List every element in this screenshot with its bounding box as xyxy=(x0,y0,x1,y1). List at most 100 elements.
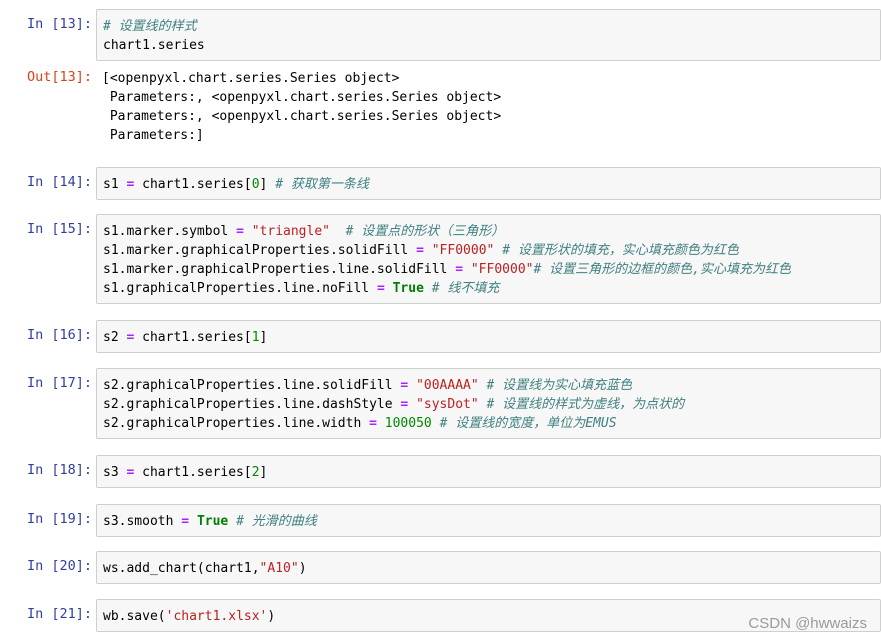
code-token: wb.save( xyxy=(103,609,166,624)
code-comment: # 设置线的样式为虚线，为点状的 xyxy=(486,397,685,412)
code-token: s1.marker.graphicalProperties.solidFill xyxy=(103,243,417,258)
code-line: s2.graphicalProperties.line.dashStyle = … xyxy=(103,395,684,414)
code-token xyxy=(377,416,385,431)
code-editor[interactable]: s2 = chart1.series[1] xyxy=(96,320,881,353)
code-comment: # 设置线的宽度，单位为EMUS xyxy=(439,416,617,431)
code-line: s1.marker.graphicalProperties.solidFill … xyxy=(103,241,739,260)
code-token: [<openpyxl.chart.series.Series object> xyxy=(102,71,400,86)
code-token: s3.smooth xyxy=(103,514,182,529)
code-token: "triangle" xyxy=(251,224,330,239)
code-token: 100050 xyxy=(384,416,432,431)
code-token: = xyxy=(126,177,135,192)
code-editor[interactable]: ws.add_chart(chart1,"A10") xyxy=(96,551,881,584)
code-token: s1.marker.graphicalProperties.line.solid… xyxy=(103,262,456,277)
code-line: s2 = chart1.series[1] xyxy=(103,328,267,347)
code-token: s2.graphicalProperties.line.width xyxy=(103,416,370,431)
code-token xyxy=(330,224,346,239)
code-cell[interactable]: In [21]:wb.save('chart1.xlsx') xyxy=(0,599,881,632)
code-line: # 设置线的样式 xyxy=(103,17,197,36)
code-line: chart1.series xyxy=(103,36,205,55)
input-prompt: In [14]: xyxy=(26,174,92,190)
code-line: s3.smooth = True # 光滑的曲线 xyxy=(103,512,317,531)
code-editor[interactable]: s3 = chart1.series[2] xyxy=(96,455,881,488)
code-token: s1 xyxy=(103,177,127,192)
code-token: 0 xyxy=(251,177,260,192)
code-editor[interactable]: s3.smooth = True # 光滑的曲线 xyxy=(96,504,881,537)
code-token xyxy=(463,262,471,277)
code-token: "FF0000" xyxy=(470,262,534,277)
code-line: s1.marker.graphicalProperties.line.solid… xyxy=(103,260,791,279)
input-prompt: In [18]: xyxy=(26,462,92,478)
code-cell[interactable]: In [13]: # 设置线的样式 chart1.series xyxy=(0,9,881,61)
code-comment: # 设置形状的填充，实心填充颜色为红色 xyxy=(502,243,739,258)
code-token: chart1.series[ xyxy=(134,177,252,192)
code-cell[interactable]: In [17]: s2.graphicalProperties.line.soli… xyxy=(0,368,881,439)
code-token xyxy=(189,514,197,529)
code-token xyxy=(479,397,487,412)
code-token: chart1.series[ xyxy=(134,465,252,480)
code-token: = xyxy=(369,416,377,431)
code-token: ) xyxy=(298,561,307,576)
watermark: CSDN @hwwaizs xyxy=(748,615,867,632)
code-token xyxy=(424,281,432,296)
code-token: = xyxy=(416,243,424,258)
code-token: True xyxy=(392,281,424,296)
code-line: ws.add_chart(chart1,"A10") xyxy=(103,559,307,578)
code-token xyxy=(479,378,487,393)
code-token: ws.add_chart(chart1, xyxy=(103,561,260,576)
code-editor[interactable]: s2.graphicalProperties.line.solidFill = … xyxy=(96,368,881,439)
code-token: 2 xyxy=(251,465,260,480)
code-token: Parameters:, <openpyxl.chart.series.Seri… xyxy=(102,109,502,124)
input-prompt: In [13]: xyxy=(26,16,92,32)
input-prompt: In [17]: xyxy=(26,375,92,391)
output-line: Parameters:, <openpyxl.chart.series.Seri… xyxy=(102,107,501,126)
output-line: Parameters:] xyxy=(102,126,204,145)
code-token xyxy=(424,243,432,258)
code-token: = xyxy=(376,281,385,296)
code-token: = xyxy=(400,378,409,393)
code-comment: # 光滑的曲线 xyxy=(236,514,317,529)
code-token: s2.graphicalProperties.line.solidFill xyxy=(103,378,401,393)
code-cell[interactable]: In [20]: ws.add_chart(chart1,"A10") xyxy=(0,551,881,584)
code-token xyxy=(408,397,416,412)
input-prompt: In [15]: xyxy=(26,221,92,237)
code-token: s2 xyxy=(103,330,127,345)
code-token: True xyxy=(196,514,229,529)
output-line: [<openpyxl.chart.series.Series object> xyxy=(102,69,399,88)
code-token xyxy=(228,514,236,529)
code-comment: # 线不填充 xyxy=(431,281,500,296)
code-cell[interactable]: In [14]: s1 = chart1.series[0] # 获取第一条线 xyxy=(0,167,881,200)
code-token xyxy=(385,281,393,296)
code-cell[interactable]: In [16]:s2 = chart1.series[1] xyxy=(0,320,881,353)
code-token: = xyxy=(181,514,190,529)
code-cell[interactable]: In [19]:s3.smooth = True # 光滑的曲线 xyxy=(0,504,881,537)
code-line: s2.graphicalProperties.line.solidFill = … xyxy=(103,376,632,395)
code-editor[interactable]: s1 = chart1.series[0] # 获取第一条线 xyxy=(96,167,881,200)
code-line: s1 = chart1.series[0] # 获取第一条线 xyxy=(103,175,369,194)
code-token xyxy=(494,243,502,258)
input-prompt: In [20]: xyxy=(26,558,92,574)
code-comment: # 获取第一条线 xyxy=(275,177,369,192)
code-token: 1 xyxy=(251,330,260,345)
output-line: Parameters:, <openpyxl.chart.series.Seri… xyxy=(102,88,501,107)
code-token xyxy=(432,416,440,431)
code-comment: # 设置线的样式 xyxy=(103,19,197,34)
code-comment: # 设置三角形的边框的颜色,实心填充为红色 xyxy=(533,262,791,277)
code-token: ) xyxy=(267,609,276,624)
code-token: = xyxy=(400,397,409,412)
code-token: = xyxy=(455,262,464,277)
code-editor[interactable]: # 设置线的样式 chart1.series xyxy=(96,9,881,61)
code-line: s1.graphicalProperties.line.noFill = Tru… xyxy=(103,279,499,298)
code-token xyxy=(244,224,252,239)
code-cell[interactable]: In [18]:s3 = chart1.series[2] xyxy=(0,455,881,488)
code-cell[interactable]: In [15]:s1.marker.symbol = "triangle" # … xyxy=(0,214,881,304)
code-editor[interactable]: s1.marker.symbol = "triangle" # 设置点的形状（三… xyxy=(96,214,881,304)
code-token: s1.marker.symbol xyxy=(103,224,237,239)
code-token: ] xyxy=(259,330,268,345)
code-token: = xyxy=(126,330,135,345)
output-area: [<openpyxl.chart.series.Series object> P… xyxy=(96,62,881,152)
code-token: "sysDot" xyxy=(416,397,479,412)
output-prompt: Out[13]: xyxy=(26,69,92,85)
code-editor[interactable]: wb.save('chart1.xlsx') xyxy=(96,599,881,632)
code-token: chart1.series xyxy=(103,38,205,53)
